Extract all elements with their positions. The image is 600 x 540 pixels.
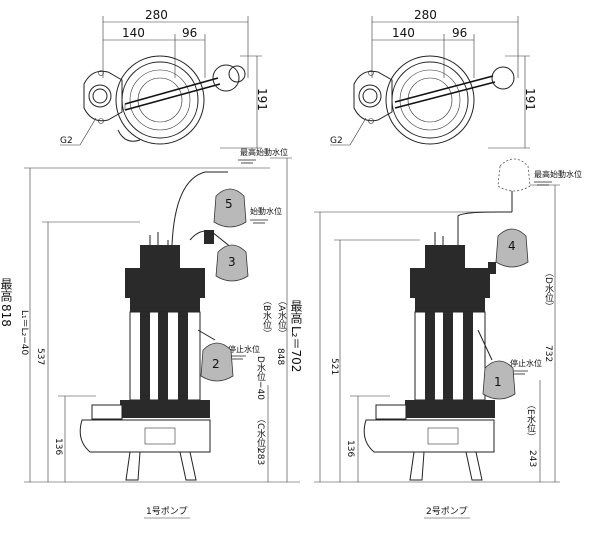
pump1-dim-537: 537	[35, 348, 45, 365]
pump2-dim-136: 136	[345, 440, 355, 457]
dim-191-right: 191	[523, 88, 537, 111]
pump2-dim-243: 243	[527, 450, 537, 467]
pump2-float-1: 1	[494, 375, 502, 389]
pump2-max-water-level: 最高始動水位	[534, 169, 582, 179]
pump1-side-view: 最高 818 L₁＝L₂−40 537 136 848 （A水位） （B水位） …	[0, 147, 300, 519]
pump1-c-level: （C水位）	[255, 414, 266, 456]
pump1-a-level: （A水位）	[276, 296, 287, 338]
pump2-l2-label: L₂＝702	[289, 326, 303, 372]
dim-96-left: 96	[182, 26, 197, 40]
dim-140-left: 140	[122, 26, 145, 40]
port-label-left: G2	[60, 136, 73, 146]
dim-191-left: 191	[255, 88, 269, 111]
pump2-caption: 2号ポンプ	[426, 506, 467, 517]
pump2-dim-521: 521	[329, 358, 339, 375]
pump1-dim-136: 136	[53, 438, 63, 455]
pump1-b-level: （B水位）	[261, 296, 272, 338]
pump1-float-5: 5	[225, 197, 233, 211]
pump1-caption: 1号ポンプ	[146, 506, 187, 517]
port-label-right: G2	[330, 136, 343, 146]
dim-96-right: 96	[452, 26, 467, 40]
pump1-stop-water-level: 停止水位	[228, 344, 260, 354]
pump1-dim-848: 848	[275, 348, 285, 365]
pump1-overall-label: 最高	[0, 278, 13, 303]
pump2-dim-732: 732	[543, 345, 553, 362]
pump1-d-level: D水位−40	[255, 356, 266, 400]
pump2-float-4: 4	[508, 239, 516, 253]
pump2-e-level: （E水位）	[525, 400, 536, 442]
pump1-float-3: 3	[228, 255, 236, 269]
pump1-overall-value: 818	[0, 304, 13, 327]
pump1-max-water-level: 最高始動水位	[240, 147, 288, 157]
pump2-side-view: 最高 L₂＝702 521 136 732 （D水位） （E水位） 243 最高…	[289, 158, 582, 519]
top-view-right: 280 140 96 191 G2	[330, 8, 537, 149]
pump1-float-2: 2	[212, 357, 220, 371]
top-view-left: 280 140 96 191 G2	[60, 8, 269, 149]
dim-280-left: 280	[145, 8, 168, 22]
pump2-stop-water-level: 停止水位	[510, 358, 542, 368]
pump2-d-level: （D水位）	[543, 268, 554, 311]
dim-140-right: 140	[392, 26, 415, 40]
pump1-dim-283: 283	[255, 448, 265, 465]
pump1-l1-label: L₁＝L₂−40	[19, 310, 29, 356]
pump1-start-water-level: 始動水位	[250, 206, 282, 216]
pump2-overall-label: 最高	[289, 300, 303, 325]
dim-280-right: 280	[414, 8, 437, 22]
